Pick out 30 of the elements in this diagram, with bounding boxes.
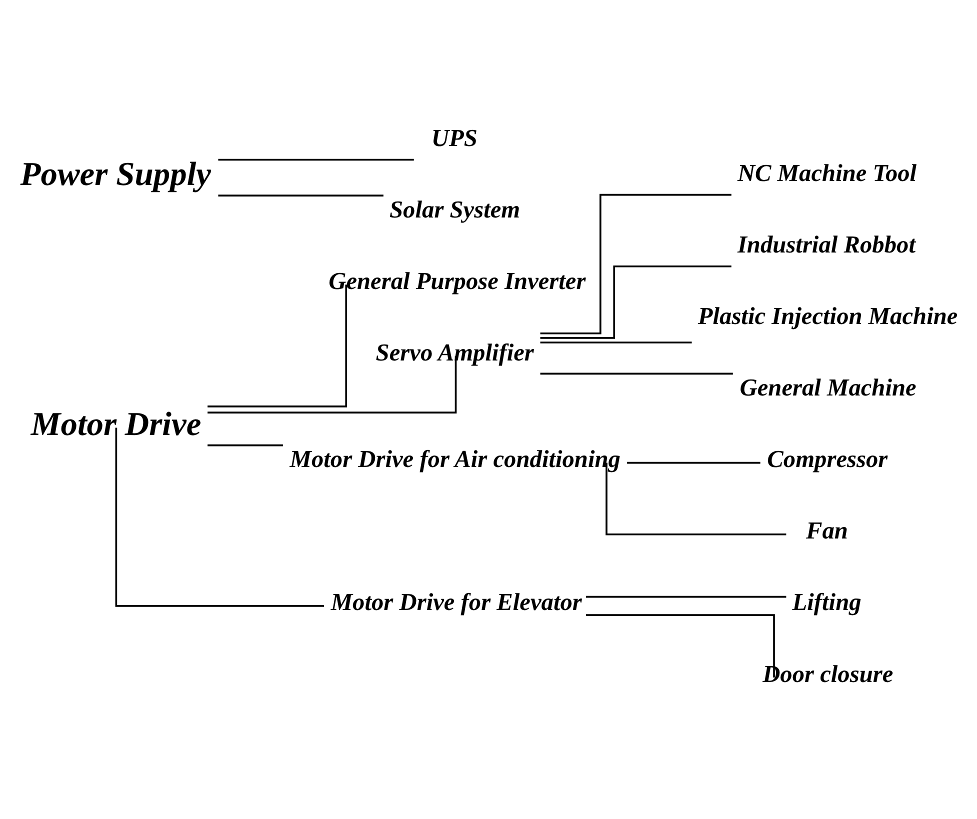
node-text: Motor Drive for Elevator (330, 589, 582, 616)
connector (218, 194, 384, 196)
connector (540, 194, 732, 334)
connector (586, 614, 775, 678)
connector (540, 372, 733, 375)
connector (208, 356, 457, 414)
connector (540, 265, 732, 339)
node-text: Servo Amplifier (376, 339, 534, 366)
node-text: Power Supply (20, 156, 212, 194)
connector (208, 444, 283, 446)
node-text: Motor Drive for Air conditioning (290, 446, 620, 474)
node-text: Solar System (390, 196, 520, 224)
node-text: General Machine (740, 374, 916, 402)
node-text: Compressor (767, 446, 888, 474)
connector (627, 462, 760, 464)
node-text: General Purpose Inverter (328, 268, 586, 295)
connector (540, 342, 692, 344)
connector (606, 462, 786, 536)
node-text: Industrial Robbot (737, 231, 916, 258)
node-text: NC Machine Tool (737, 160, 917, 187)
node-text: Fan (806, 518, 848, 545)
node-text: Door closure (762, 660, 894, 688)
connector (218, 158, 414, 161)
connector (208, 284, 348, 408)
node-text: Motor Drive (30, 406, 202, 443)
node-text: Lifting (792, 589, 862, 616)
connector (586, 596, 786, 598)
node-text: UPS (431, 124, 478, 152)
node-text: Plastic Injection Machine (698, 302, 958, 330)
connector (115, 428, 324, 607)
